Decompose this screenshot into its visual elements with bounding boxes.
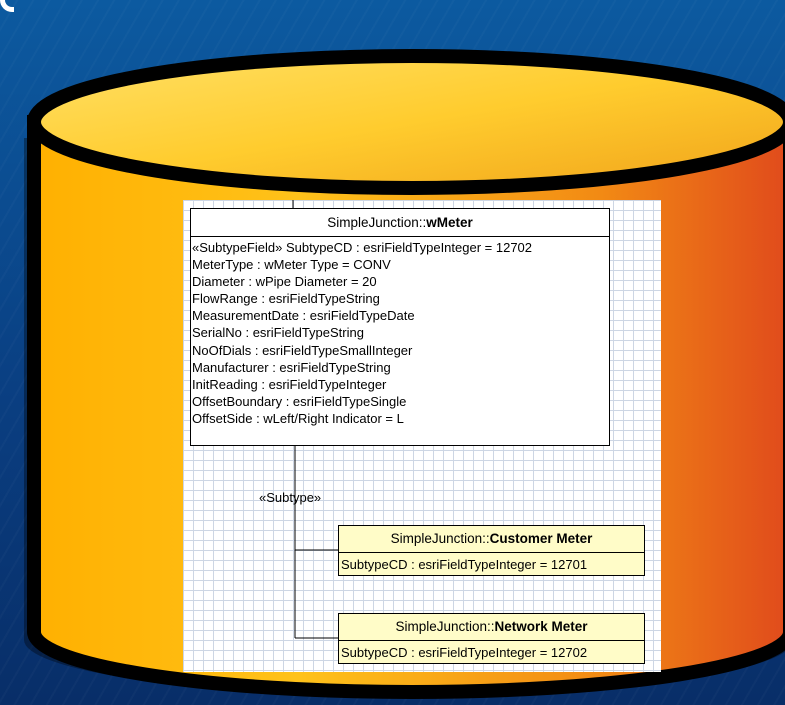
corner-bracket-mark: [0, 0, 14, 12]
cylinder-top: [27, 49, 785, 195]
attribute-row: Manufacturer : esriFieldTypeString: [192, 359, 391, 375]
class-header-network-meter: SimpleJunction::Network Meter: [339, 614, 644, 641]
attribute-row: Diameter : wPipe Diameter = 20: [192, 274, 377, 290]
class-header-wmeter: SimpleJunction::wMeter: [191, 209, 609, 237]
attribute-row: InitReading : esriFieldTypeInteger: [192, 376, 387, 392]
class-box-customer-meter[interactable]: SimpleJunction::Customer Meter SubtypeCD…: [338, 525, 645, 576]
class-attributes: «SubtypeField» SubtypeCD : esriFieldType…: [191, 237, 609, 427]
subtype-stereotype-label: «Subtype»: [259, 490, 322, 505]
class-header-customer-meter: SimpleJunction::Customer Meter: [339, 526, 644, 553]
uml-diagram-panel: SimpleJunction::wMeter «SubtypeField» Su…: [183, 200, 661, 672]
attribute-row: SubtypeCD : esriFieldTypeInteger = 12702: [341, 645, 588, 660]
class-name: Network Meter: [494, 619, 588, 634]
connector-lines: [292, 200, 338, 639]
attribute-row: SerialNo : esriFieldTypeString: [192, 325, 364, 341]
class-name: wMeter: [426, 215, 473, 230]
class-attributes: SubtypeCD : esriFieldTypeInteger = 12702: [339, 641, 644, 665]
class-box-wmeter[interactable]: SimpleJunction::wMeter «SubtypeField» Su…: [190, 208, 610, 446]
attribute-row: MeterType : wMeter Type = CONV: [192, 257, 391, 273]
attribute-row: OffsetSide : wLeft/Right Indicator = L: [192, 410, 404, 426]
class-prefix: SimpleJunction::: [327, 215, 427, 230]
attribute-row: FlowRange : esriFieldTypeString: [192, 291, 380, 307]
class-box-network-meter[interactable]: SimpleJunction::Network Meter SubtypeCD …: [338, 613, 645, 664]
attribute-row: «SubtypeField» SubtypeCD : esriFieldType…: [192, 240, 533, 255]
class-prefix: SimpleJunction::: [390, 531, 490, 546]
attribute-row: MeasurementDate : esriFieldTypeDate: [192, 308, 415, 324]
attribute-row: NoOfDials : esriFieldTypeSmallInteger: [192, 342, 413, 358]
attribute-row: OffsetBoundary : esriFieldTypeSingle: [192, 393, 407, 409]
class-attributes: SubtypeCD : esriFieldTypeInteger = 12701: [339, 553, 644, 577]
attribute-row: SubtypeCD : esriFieldTypeInteger = 12701: [341, 557, 588, 572]
class-prefix: SimpleJunction::: [395, 619, 495, 634]
class-name: Customer Meter: [489, 531, 593, 546]
